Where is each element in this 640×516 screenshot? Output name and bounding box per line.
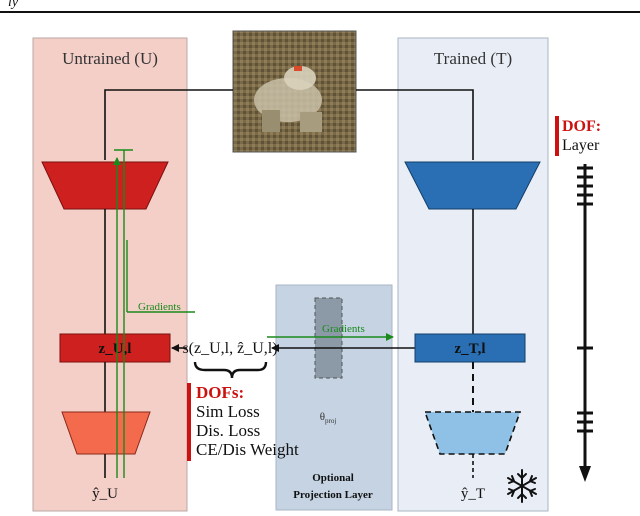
untrained-encoder-block — [41, 161, 169, 210]
dof-item-ce-dis-weight: CE/Dis Weight — [196, 440, 299, 459]
frog-image — [232, 30, 357, 153]
projection-label-line1: Optional — [312, 472, 354, 484]
untrained-panel — [32, 37, 188, 512]
y-untrained-label: ŷ_U — [92, 486, 118, 502]
y-trained-label: ŷ_T — [461, 486, 485, 502]
dof-item-sim-loss: Sim Loss — [196, 402, 260, 421]
dofs-title: DOFs: — [196, 383, 244, 402]
z-untrained-box — [59, 333, 171, 363]
snowflake-icon — [507, 469, 537, 503]
header-fragment: ly — [8, 0, 19, 10]
dof-layer-title: DOF: — [562, 118, 601, 135]
z-trained-box — [414, 333, 526, 363]
layer-ticks — [577, 166, 593, 433]
trained-encoder-block — [404, 161, 541, 210]
layer-axis-arrowhead — [579, 466, 591, 482]
trained-label: Trained (T) — [434, 49, 512, 68]
dof-layer-red-bar — [555, 116, 559, 156]
gradients-left-label: Gradients — [138, 301, 181, 313]
untrained-head-block — [61, 411, 151, 455]
dof-item-dis-loss: Dis. Loss — [196, 421, 260, 440]
projection-label-line2: Projection Layer — [293, 489, 373, 501]
z-untrained-label: z_U,l — [99, 341, 132, 357]
untrained-label: Untrained (U) — [62, 49, 158, 68]
dof-layer-label: Layer — [562, 137, 600, 154]
projection-block — [314, 297, 343, 379]
z-trained-label: z_T,l — [455, 341, 486, 357]
dofs-red-bar — [187, 383, 191, 461]
image-to-trained-line — [356, 89, 474, 160]
similarity-label: s(z_U,l, ẑ_U,l) — [182, 340, 277, 357]
image-to-untrained-line — [104, 89, 233, 160]
trained-head-block — [423, 411, 522, 455]
gradients-middle-label: Gradients — [322, 323, 365, 335]
similarity-brace — [193, 361, 268, 379]
gradients-left-path — [114, 149, 195, 478]
